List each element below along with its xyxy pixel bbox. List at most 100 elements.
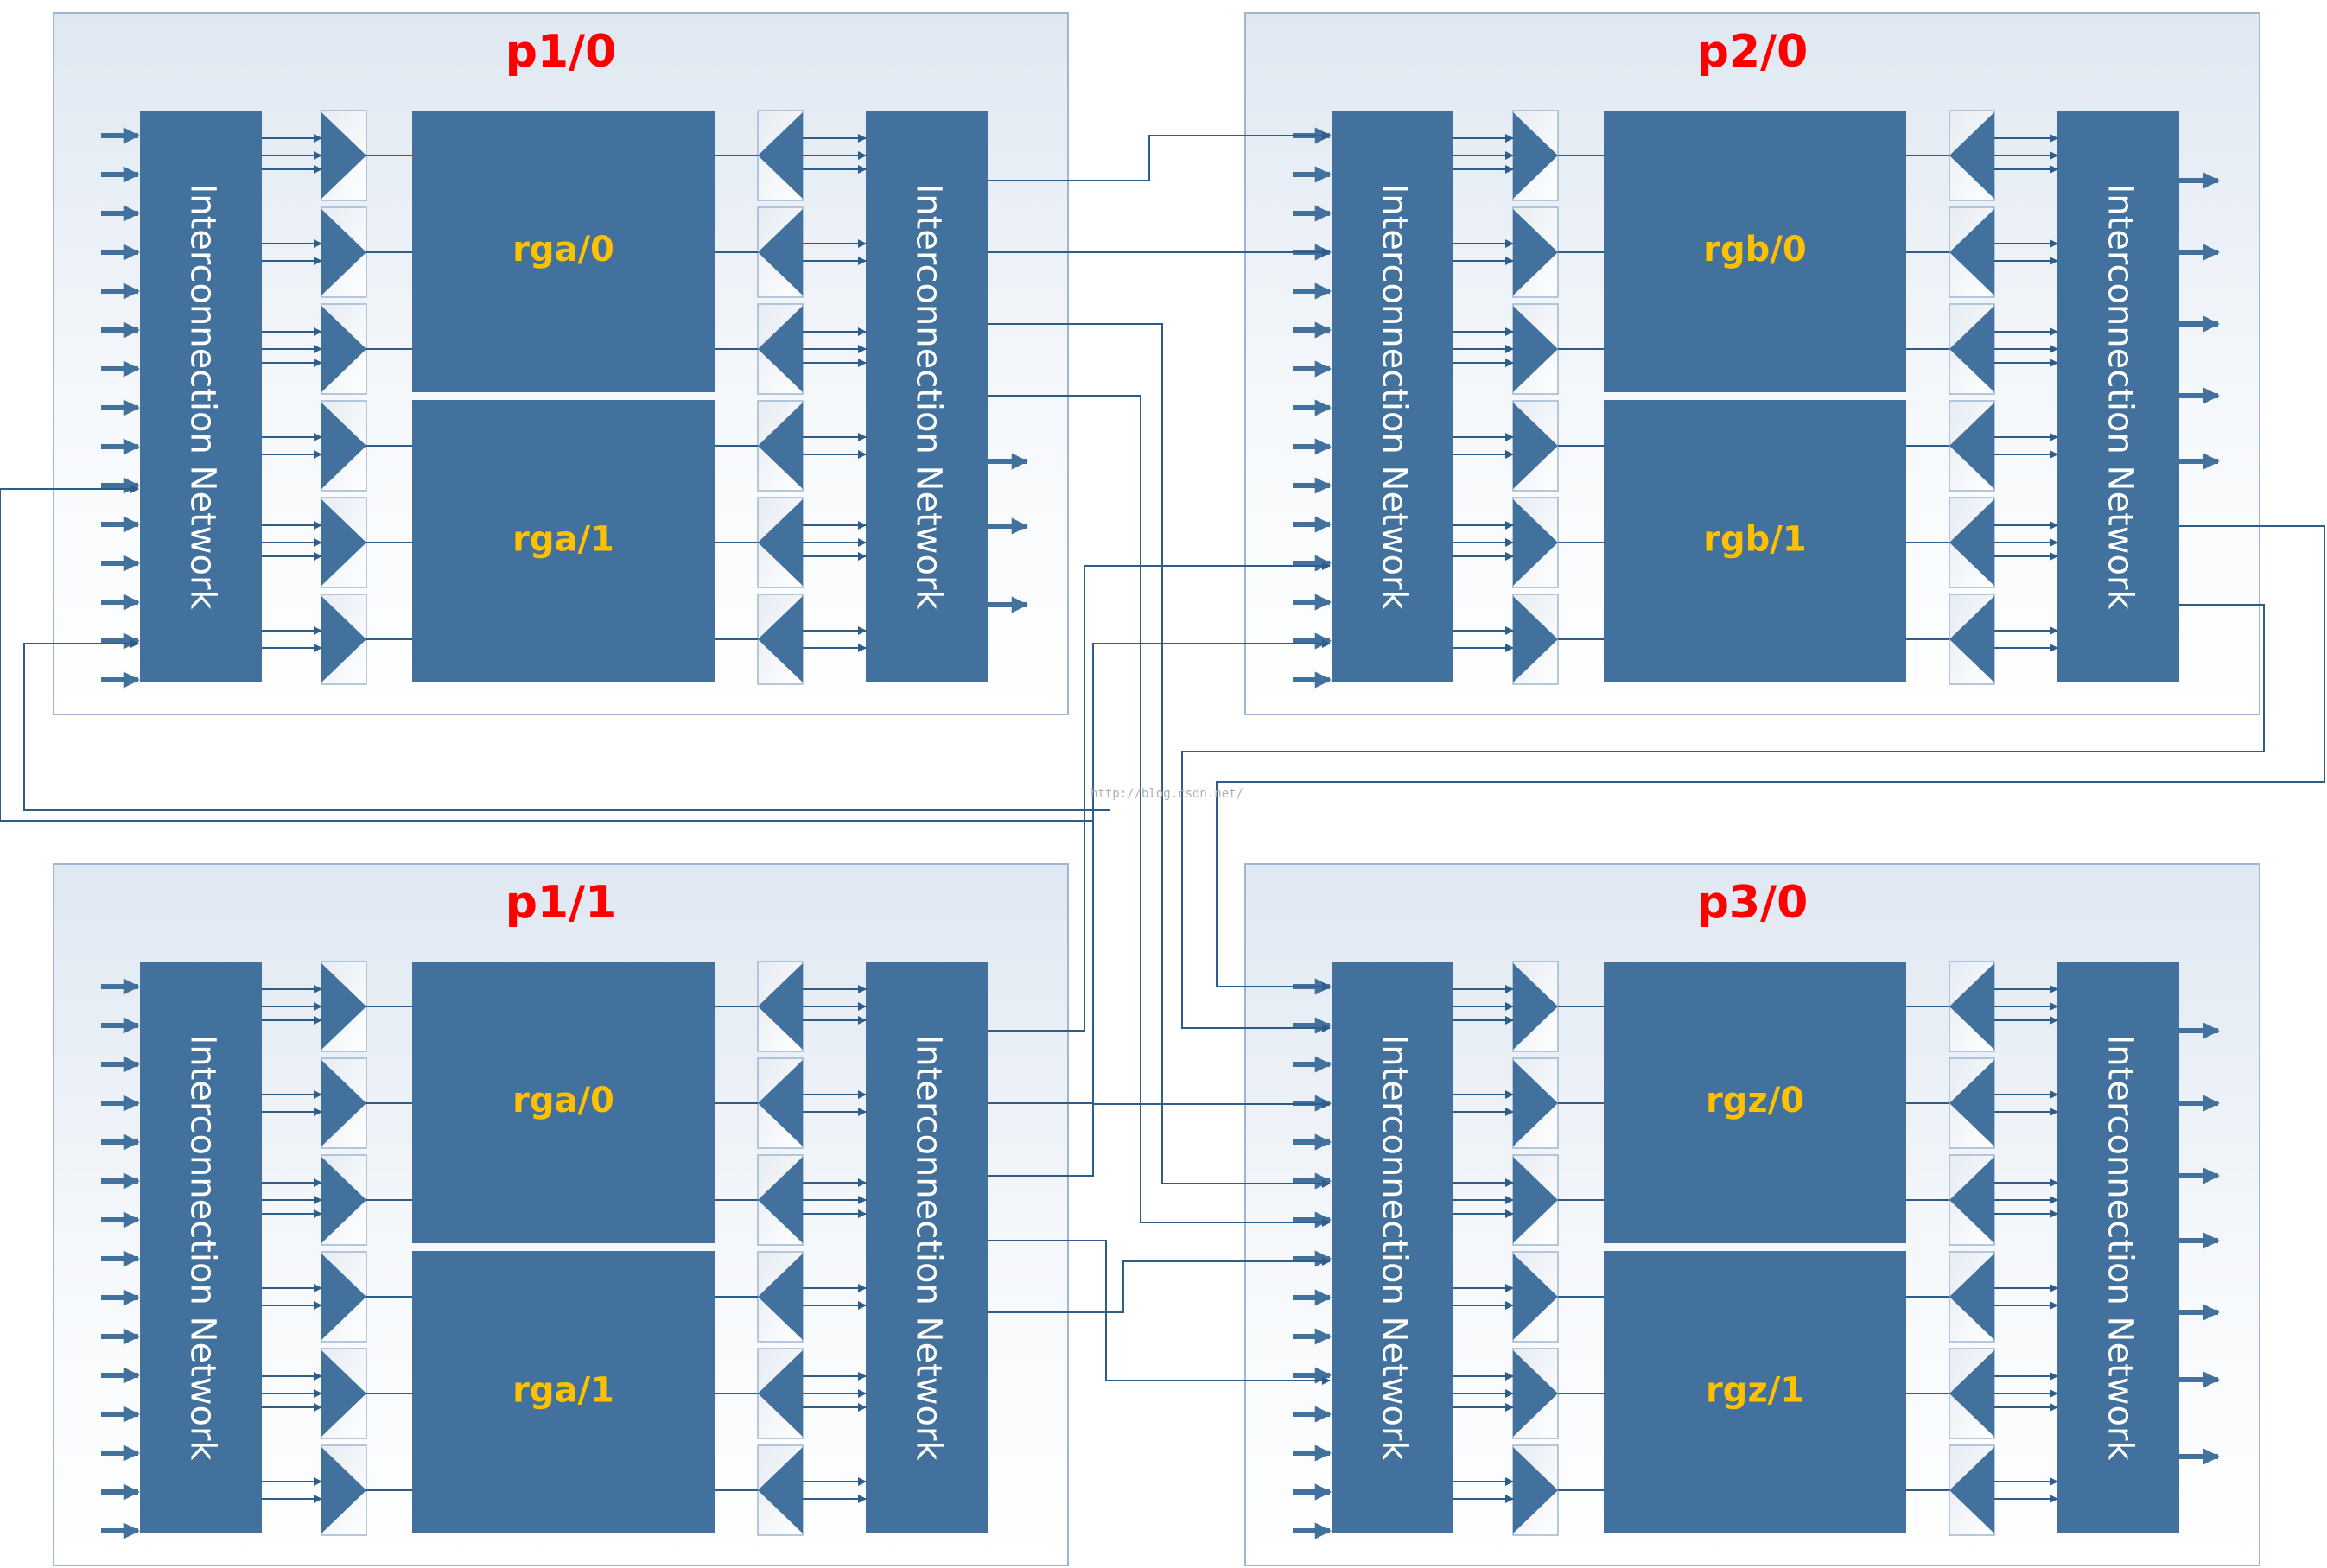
left-network-label: Interconnection Network <box>1375 1034 1415 1461</box>
left-network-label: Interconnection Network <box>183 183 223 610</box>
inter-partition-wire <box>1181 604 2265 1032</box>
buffer-triangle <box>321 596 366 682</box>
buffer-triangle <box>758 1060 803 1146</box>
inter-partition-wire <box>988 1257 1331 1313</box>
core-block-1 <box>1604 1251 1906 1533</box>
buffer-triangle <box>758 1350 803 1437</box>
inter-partition-wire <box>988 1240 1331 1385</box>
core-block-0 <box>1604 111 1906 392</box>
inter-partition-wire <box>988 1100 1331 1177</box>
right-network-label: Interconnection Network <box>2101 1034 2140 1461</box>
buffer-triangle <box>321 306 366 392</box>
buffer-triangle <box>321 499 366 586</box>
core-label: rgb/1 <box>1703 520 1806 560</box>
buffer-triangle <box>1513 596 1558 682</box>
partition-title: p2/0 <box>1697 26 1809 78</box>
buffer-triangle <box>758 1157 803 1243</box>
right-interconnection-network <box>866 962 988 1533</box>
buffer-triangle <box>1513 112 1558 199</box>
left-network-label: Interconnection Network <box>1375 183 1415 610</box>
right-interconnection-network <box>2057 111 2179 682</box>
core-label: rga/0 <box>512 1081 614 1120</box>
buffer-triangle <box>321 963 366 1050</box>
buffer-triangle <box>1513 963 1558 1050</box>
partition-title: p1/1 <box>505 877 617 929</box>
buffer-triangle <box>1949 112 1994 199</box>
right-network-label: Interconnection Network <box>2101 183 2140 610</box>
core-label: rga/1 <box>512 1371 614 1411</box>
buffer-triangle <box>1513 403 1558 489</box>
buffer-triangle <box>1949 403 1994 489</box>
buffer-triangle <box>1949 963 1994 1050</box>
core-label: rgz/0 <box>1706 1081 1804 1120</box>
buffer-triangle <box>1949 306 1994 392</box>
core-label: rga/1 <box>512 520 614 560</box>
core-label: rgb/0 <box>1703 230 1806 270</box>
buffer-triangle <box>1513 1447 1558 1533</box>
inter-partition-wire <box>23 639 1110 811</box>
buffer-triangle <box>321 209 366 295</box>
buffer-triangle <box>1513 1254 1558 1340</box>
buffer-triangle <box>1949 1157 1994 1243</box>
buffer-triangle <box>1949 1447 1994 1533</box>
partition-title: p1/0 <box>505 26 617 78</box>
core-block-1 <box>412 400 715 682</box>
watermark-text: http://blog.csdn.net/ <box>1090 787 1243 801</box>
buffer-triangle <box>1513 499 1558 586</box>
right-interconnection-network <box>2057 962 2179 1533</box>
core-label: rgz/1 <box>1706 1371 1804 1411</box>
buffer-triangle <box>321 1157 366 1243</box>
core-block-0 <box>1604 962 1906 1243</box>
core-block-0 <box>412 111 715 392</box>
core-block-0 <box>412 962 715 1243</box>
left-network-label: Interconnection Network <box>183 1034 223 1461</box>
inter-partition-wire <box>988 639 1331 1104</box>
right-network-label: Interconnection Network <box>909 183 949 610</box>
buffer-triangle <box>1949 209 1994 295</box>
right-network-label: Interconnection Network <box>909 1034 949 1461</box>
buffer-triangle <box>321 403 366 489</box>
buffer-triangle <box>321 1350 366 1437</box>
left-interconnection-network <box>1332 111 1453 682</box>
buffer-triangle <box>758 112 803 199</box>
inter-partition-wire <box>0 485 1093 822</box>
buffer-triangle <box>1513 1350 1558 1437</box>
inter-partition-wire <box>988 395 1331 1227</box>
core-block-1 <box>1604 400 1906 682</box>
buffer-triangle <box>758 963 803 1050</box>
buffer-triangle <box>758 306 803 392</box>
buffer-triangle <box>1949 1060 1994 1146</box>
buffer-triangle <box>758 403 803 489</box>
buffer-triangle <box>1513 1060 1558 1146</box>
buffer-triangle <box>758 499 803 586</box>
partition-title: p3/0 <box>1697 877 1809 929</box>
buffer-triangle <box>1949 499 1994 586</box>
buffer-triangle <box>758 209 803 295</box>
buffer-triangle <box>758 1254 803 1340</box>
buffer-triangle <box>1513 209 1558 295</box>
left-interconnection-network <box>140 111 262 682</box>
buffer-triangle <box>321 1254 366 1340</box>
inter-partition-wire <box>988 131 1331 181</box>
interconnect-wires <box>0 131 2325 1465</box>
left-interconnection-network <box>1332 962 1453 1533</box>
buffer-triangle <box>1513 306 1558 392</box>
core-block-1 <box>412 1251 715 1533</box>
right-interconnection-network <box>866 111 988 682</box>
buffer-triangle <box>1949 1350 1994 1437</box>
inter-partition-wire <box>1216 525 2325 991</box>
inter-partition-wire <box>988 323 1331 1188</box>
buffer-triangle <box>321 1060 366 1146</box>
buffer-triangle <box>1949 1254 1994 1340</box>
buffer-triangle <box>758 1447 803 1533</box>
buffer-triangle <box>1949 596 1994 682</box>
buffer-triangle <box>1513 1157 1558 1243</box>
left-interconnection-network <box>140 962 262 1533</box>
core-label: rga/0 <box>512 230 614 270</box>
inter-partition-wire <box>988 562 1331 1032</box>
buffer-triangle <box>758 596 803 682</box>
